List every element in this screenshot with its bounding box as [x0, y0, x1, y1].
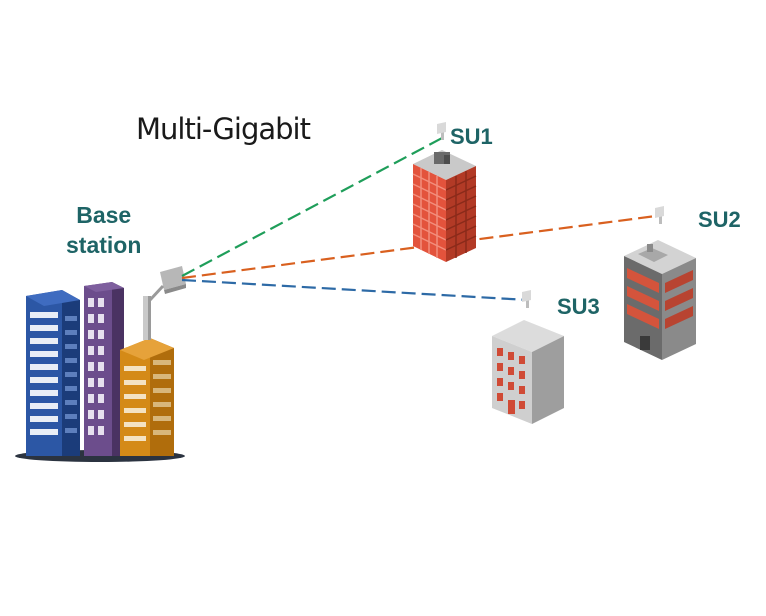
purple-tower — [84, 282, 124, 456]
su3-building — [492, 290, 564, 424]
diagram-title: Multi-Gigabit — [136, 112, 311, 146]
su1-label: SU1 — [450, 124, 493, 149]
su1-building — [412, 122, 477, 262]
su2-label: SU2 — [698, 207, 741, 232]
link-su1 — [181, 136, 445, 277]
su3-label: SU3 — [557, 294, 600, 319]
su2-building — [624, 206, 696, 360]
link-su3 — [181, 278, 529, 302]
blue-tower — [26, 290, 80, 456]
base-antenna — [143, 266, 186, 340]
wireless-links — [181, 136, 657, 302]
base-station-label: Base station — [66, 200, 141, 260]
base-station-label-line2: station — [66, 232, 142, 258]
base-station-label-line1: Base — [76, 202, 132, 228]
base-station-buildings — [15, 266, 186, 462]
orange-tower — [120, 338, 174, 456]
